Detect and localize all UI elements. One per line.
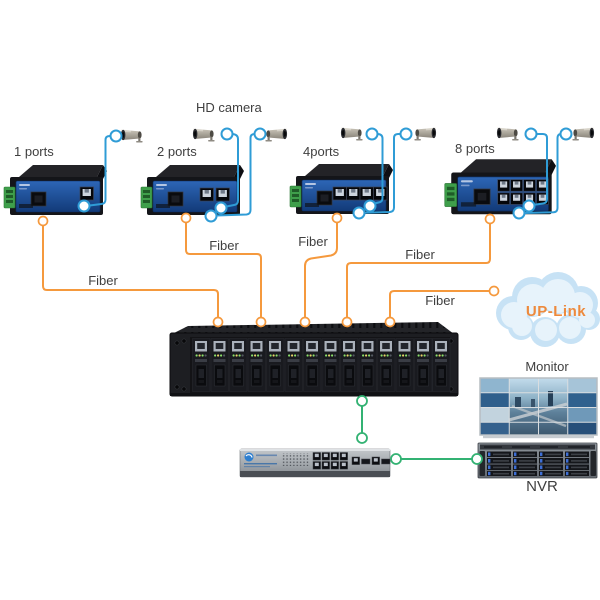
- nvr-label: NVR: [526, 478, 558, 495]
- fiber-label-4: Fiber: [405, 247, 435, 262]
- hd-camera-icon: [414, 127, 437, 141]
- hd-camera-icon: [120, 129, 143, 143]
- media-converter-1port: [3, 164, 108, 216]
- uplink-cloud-icon: [496, 272, 600, 347]
- converter-4port-label: 4ports: [303, 144, 340, 159]
- lan-green-lines: [361, 405, 473, 460]
- hd-camera-icon: [265, 128, 288, 142]
- ethernet-switch: [239, 448, 391, 478]
- converter-1port-label: 1 ports: [14, 144, 54, 159]
- media-converter-4port: [289, 163, 394, 215]
- hd-camera-icon: [496, 127, 519, 141]
- media-converter-2port: [140, 164, 245, 216]
- fiber-connector-nodes: [37, 212, 500, 328]
- converter-8port-label: 8 ports: [455, 141, 495, 156]
- hd-camera-icon: [340, 127, 363, 141]
- converter-2port-label: 2 ports: [157, 144, 197, 159]
- uplink-label: UP-Link: [525, 303, 587, 320]
- lan-connector-nodes: [356, 395, 483, 465]
- hd-camera-label: HD camera: [196, 100, 262, 115]
- utp-connector-nodes: [77, 127, 573, 223]
- media-converter-rack-chassis: [169, 322, 459, 397]
- fiber-label-5: Fiber: [425, 293, 455, 308]
- fiber-label-2: Fiber: [209, 238, 239, 253]
- hd-camera-icon: [572, 127, 595, 141]
- media-converter-8port: [444, 158, 557, 215]
- fiber-label-3: Fiber: [298, 234, 328, 249]
- nvr-recorder: [477, 442, 598, 479]
- hd-camera-icon: [192, 128, 215, 142]
- monitor-video-wall: [479, 377, 598, 439]
- fiber-lines: [42, 221, 491, 319]
- monitor-label: Monitor: [525, 359, 569, 374]
- camera-utp-lines: [88, 133, 562, 217]
- fiber-label-1: Fiber: [88, 273, 118, 288]
